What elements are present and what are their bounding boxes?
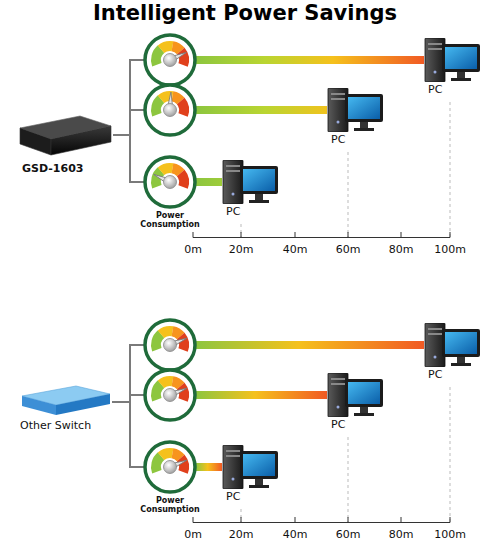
pc-label: PC [428, 368, 482, 381]
pc-icon [222, 160, 280, 204]
pc-icon [222, 445, 280, 489]
distance-label: 40m [283, 528, 308, 541]
power-bar [196, 56, 424, 471]
gauge-caption: Power Consumption [138, 496, 202, 514]
pc-node: PC [327, 88, 385, 146]
distance-label: 0m [184, 243, 202, 256]
device-name: Other Switch [20, 419, 112, 432]
distance-label: 80m [389, 528, 414, 541]
distance-axis [193, 232, 450, 523]
pc-icon [327, 373, 385, 417]
distance-label: 100m [434, 243, 466, 256]
pc-icon [424, 323, 482, 367]
pc-label: PC [226, 205, 280, 218]
switch-icon [18, 108, 113, 158]
diagram-title: Intelligent Power Savings [0, 1, 490, 26]
distance-label: 80m [389, 243, 414, 256]
pc-label: PC [226, 490, 280, 503]
distance-label: 20m [229, 243, 254, 256]
gauge-caption: Power Consumption [138, 211, 202, 229]
pc-icon [424, 38, 482, 82]
distance-label: 60m [336, 243, 361, 256]
pc-node: PC [424, 323, 482, 381]
switch-node: GSD-1603 [18, 108, 113, 175]
switch-node: Other Switch [20, 382, 112, 432]
distance-label: 20m [229, 528, 254, 541]
pc-node: PC [222, 445, 280, 503]
switch-icon [20, 382, 112, 416]
power-bar [196, 391, 327, 399]
pc-node: PC [222, 160, 280, 218]
pc-label: PC [331, 133, 385, 146]
power-gauge [145, 35, 195, 492]
device-name: GSD-1603 [22, 162, 113, 175]
pc-label: PC [331, 418, 385, 431]
distance-label: 100m [434, 528, 466, 541]
power-bar [196, 106, 327, 114]
pc-icon [327, 88, 385, 132]
pc-node: PC [424, 38, 482, 96]
pc-node: PC [327, 373, 385, 431]
distance-label: 60m [336, 528, 361, 541]
power-bar [196, 463, 222, 471]
distance-label: 0m [184, 528, 202, 541]
power-bar [196, 178, 222, 186]
distance-label: 40m [283, 243, 308, 256]
power-bar [196, 56, 424, 64]
power-bar [196, 341, 424, 349]
pc-label: PC [428, 83, 482, 96]
